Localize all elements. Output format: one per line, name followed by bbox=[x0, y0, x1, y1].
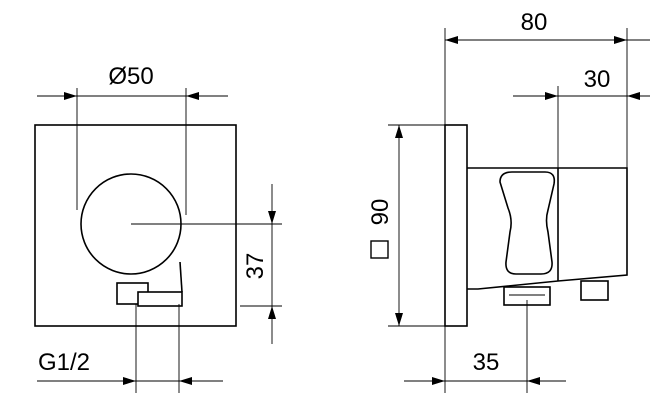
side-stub bbox=[580, 280, 609, 301]
arrow-37-top bbox=[268, 211, 276, 224]
label-90: 90 bbox=[367, 199, 394, 226]
front-outlet-right bbox=[137, 291, 183, 307]
side-plate bbox=[444, 124, 468, 327]
arrow-35-right bbox=[527, 377, 540, 385]
arrow-30-right bbox=[627, 92, 640, 100]
arrow-g12-right bbox=[179, 377, 192, 385]
front-plate bbox=[34, 124, 237, 327]
side-holder bbox=[499, 171, 556, 275]
label-37: 37 bbox=[242, 253, 269, 280]
arrow-g12-left bbox=[123, 377, 136, 385]
side-body bbox=[467, 167, 628, 290]
front-view: Ø50 37 G1/2 bbox=[34, 63, 282, 393]
label-g12: G1/2 bbox=[38, 349, 90, 376]
arrow-80-right bbox=[614, 36, 627, 44]
arrow-90-bottom bbox=[395, 313, 403, 326]
arrow-d50-left bbox=[64, 92, 77, 100]
label-80: 80 bbox=[521, 9, 548, 36]
arrow-80-left bbox=[445, 36, 458, 44]
arrow-37-bottom bbox=[268, 306, 276, 319]
arrow-35-left bbox=[432, 377, 445, 385]
side-view: 80 30 90 35 bbox=[367, 9, 650, 393]
label-35: 35 bbox=[473, 349, 500, 376]
arrow-90-top bbox=[395, 125, 403, 138]
square-symbol-icon bbox=[370, 240, 389, 259]
front-body-edge bbox=[179, 261, 183, 293]
label-d50: Ø50 bbox=[108, 63, 153, 90]
arrow-30-left bbox=[545, 92, 558, 100]
label-30: 30 bbox=[584, 66, 611, 93]
arrow-d50-right bbox=[186, 92, 199, 100]
